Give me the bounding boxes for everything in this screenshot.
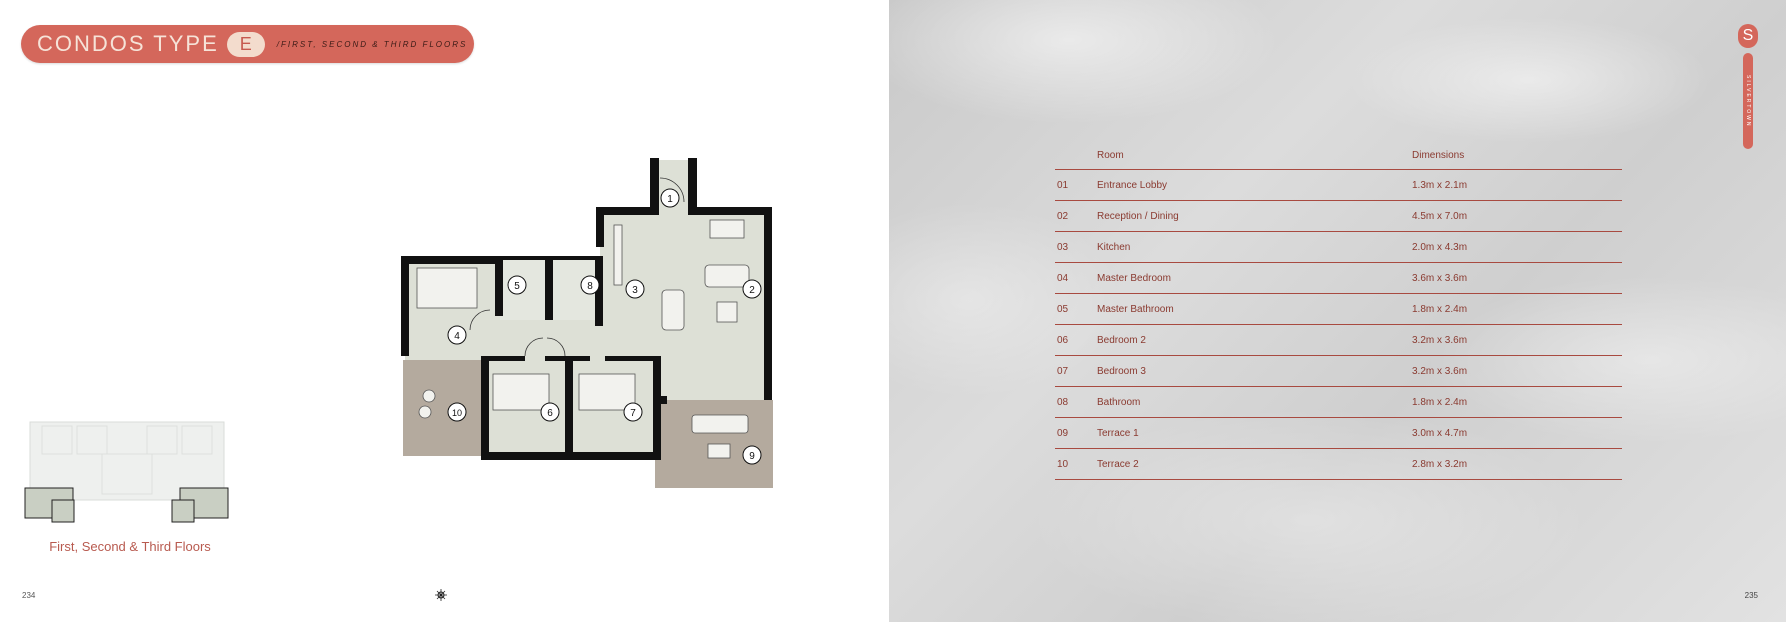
walls [401,158,772,460]
brand-logo: S SILVERTOWN [1738,24,1758,149]
room-number-1: 1 [667,194,673,205]
key-plan-caption: First, Second & Third Floors [49,539,211,554]
row-number: 04 [1057,272,1069,284]
table-row: 04 Master Bedroom 3.6m x 3.6m [1055,263,1622,294]
room-number-4: 4 [454,331,460,342]
table-row: 06 Bedroom 2 3.2m x 3.6m [1055,325,1622,356]
row-number: 06 [1057,334,1069,346]
left-page: CONDOS TYPE E /FIRST, SECOND & THIRD FLO… [0,0,889,622]
key-plan-building [29,421,225,501]
room-number-9: 9 [749,451,755,462]
right-page: S SILVERTOWN Room Dimensions 01 Entrance … [889,0,1786,622]
brand-letter: S [1738,24,1758,48]
row-dimensions: 3.6m x 3.6m [1412,272,1468,284]
row-room: Bathroom [1097,396,1141,408]
row-dimensions: 1.8m x 2.4m [1412,396,1468,408]
header-title: CONDOS TYPE [37,31,219,56]
row-room: Kitchen [1097,241,1131,253]
table-header: Room Dimensions [1055,150,1622,170]
row-room: Master Bedroom [1097,272,1171,284]
floor-plan: 1 2 3 4 5 6 7 8 9 10 [401,158,773,488]
room-number-5: 5 [514,281,520,292]
row-dimensions: 2.8m x 3.2m [1412,458,1468,470]
header-subtitle: /FIRST, SECOND & THIRD FLOORS [276,39,468,49]
row-room: Bedroom 2 [1097,334,1146,346]
key-plan-grid [41,425,213,495]
door-swings [469,177,685,357]
room-number-6: 6 [547,408,553,419]
row-room: Entrance Lobby [1097,179,1168,191]
row-dimensions: 1.8m x 2.4m [1412,303,1468,315]
table-body: 01 Entrance Lobby 1.3m x 2.1m 02 Reception /… [1055,170,1622,480]
row-room: Bedroom 3 [1097,365,1146,377]
row-dimensions: 4.5m x 7.0m [1412,210,1468,222]
floor-terrace-2 [403,360,485,456]
row-number: 05 [1057,303,1069,315]
table-row: 02 Reception / Dining 4.5m x 7.0m [1055,201,1622,232]
page-number-left: 234 [22,591,36,600]
row-number: 08 [1057,396,1069,408]
row-number: 10 [1057,458,1069,470]
room-number-2: 2 [749,285,755,296]
table-row: 03 Kitchen 2.0m x 4.3m [1055,232,1622,263]
row-dimensions: 3.2m x 3.6m [1412,334,1468,346]
key-plan-highlight-right [171,487,229,523]
row-number: 01 [1057,179,1069,191]
row-room: Terrace 1 [1097,427,1139,439]
room-number-8: 8 [587,281,593,292]
floor-hall [500,320,600,360]
room-table: Room Dimensions 01 Entrance Lobby 1.3m x 2… [1055,150,1622,480]
header-pill: CONDOS TYPE E /FIRST, SECOND & THIRD FLO… [21,25,474,63]
table-row: 09 Terrace 1 3.0m x 4.7m [1055,418,1622,449]
type-badge: E [226,31,265,57]
row-room: Reception / Dining [1097,210,1179,222]
table-row: 10 Terrace 2 2.8m x 3.2m [1055,449,1622,480]
brand-wordmark: SILVERTOWN [1743,53,1753,149]
header-room: Room [1097,150,1124,161]
room-number-3: 3 [632,285,638,296]
page-number-right: 235 [1744,591,1758,600]
compass-icon [435,589,447,601]
header-dimensions: Dimensions [1412,150,1465,161]
key-plan-highlight-left [24,487,75,523]
room-number-10: 10 [452,408,462,418]
key-plan [24,421,229,523]
row-number: 03 [1057,241,1069,253]
row-dimensions: 2.0m x 4.3m [1412,241,1468,253]
table-row: 07 Bedroom 3 3.2m x 3.6m [1055,356,1622,387]
row-number: 02 [1057,210,1069,222]
row-number: 09 [1057,427,1069,439]
furniture [416,219,750,459]
row-dimensions: 3.0m x 4.7m [1412,427,1468,439]
table-row: 01 Entrance Lobby 1.3m x 2.1m [1055,170,1622,201]
room-number-7: 7 [630,408,636,419]
table-row: 08 Bathroom 1.8m x 2.4m [1055,387,1622,418]
table-row: 05 Master Bathroom 1.8m x 2.4m [1055,294,1622,325]
row-dimensions: 3.2m x 3.6m [1412,365,1468,377]
row-room: Master Bathroom [1097,303,1174,315]
row-room: Terrace 2 [1097,458,1139,470]
room-markers [447,188,762,465]
row-dimensions: 1.3m x 2.1m [1412,179,1468,191]
row-number: 07 [1057,365,1069,377]
